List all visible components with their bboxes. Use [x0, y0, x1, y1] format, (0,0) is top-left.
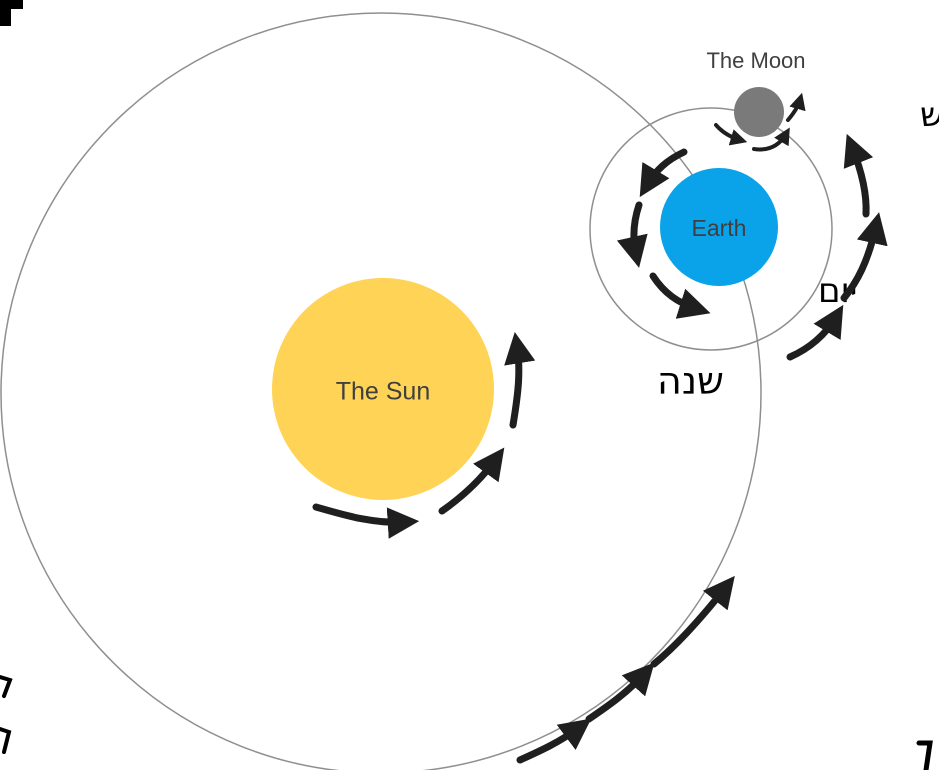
sun-label: The Sun [336, 378, 431, 406]
monthly-orbit-arrow-3 [852, 147, 866, 214]
earth-rotation-arrow-3 [653, 276, 697, 309]
cycle-label-year: שנה [657, 359, 724, 403]
earth-rotation-arrow-1 [647, 152, 684, 185]
earth-label: Earth [692, 215, 747, 241]
monthly-orbit-arrow-1 [790, 317, 836, 357]
moon-body [734, 87, 784, 137]
outer-orbit-arrow-2 [589, 673, 645, 719]
moon-orbit-arrow-1 [716, 125, 740, 140]
corner-mark-top-left [0, 0, 23, 26]
cycle-label-month: חדש [920, 95, 939, 135]
outer-orbit-arrow-group [520, 587, 726, 760]
monthly-orbit-arrow-2 [844, 226, 876, 298]
outer-orbit-arrow-3 [654, 587, 726, 664]
moon-label: The Moon [706, 48, 805, 73]
sun-orbit-arrow-3 [513, 346, 519, 425]
cropped-marks [0, 677, 930, 770]
sun-orbit-arrow-1 [316, 507, 405, 522]
earth-rotation-arrow-2 [634, 205, 639, 254]
monthly-orbit-arrow-group [790, 147, 876, 357]
moon-orbit-arrow-3 [788, 100, 800, 120]
